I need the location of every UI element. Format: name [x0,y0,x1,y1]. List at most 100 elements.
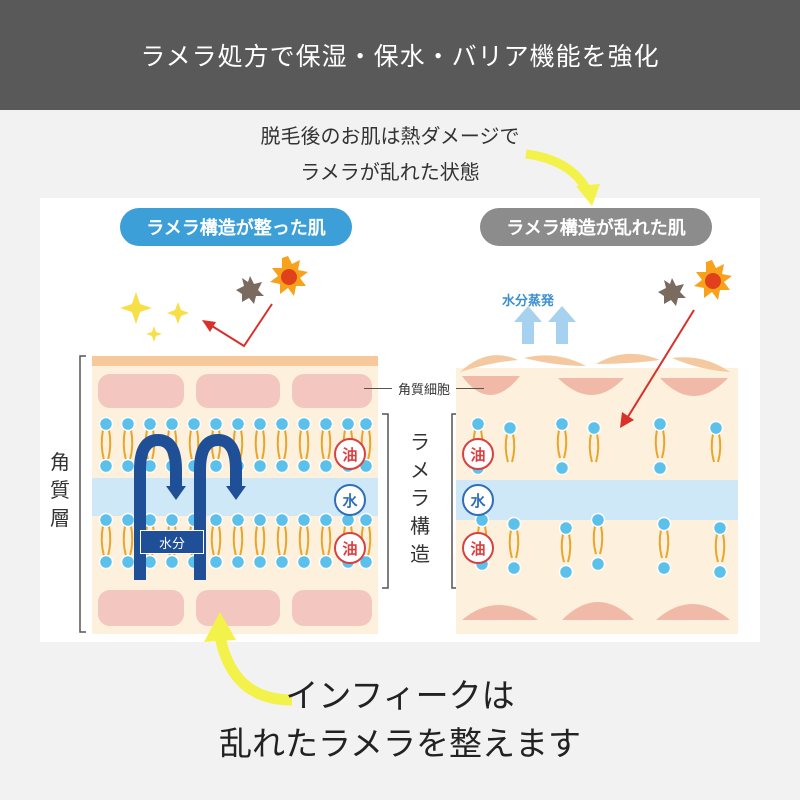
right-flake-3 [596,353,660,364]
reflect-arrow [211,303,273,348]
left-cell-bottom-2 [196,590,280,626]
lipid-tail [320,525,332,557]
left-lipid-bilayers [98,416,374,570]
lipid-head [252,458,268,474]
sparkle-icon [146,326,162,342]
lipid-head [98,512,114,528]
right-flake-2 [524,355,586,366]
left-cell-top-1 [98,374,184,408]
yellow-arrow-top-head [576,184,600,206]
lipid-tail [122,525,134,557]
lipid-head [712,520,728,536]
damaged-skin-title: ラメラ構造が乱れた肌 [480,208,712,246]
lipid-head [586,420,602,436]
lipid-head [274,458,290,474]
lipid-head [590,556,606,572]
healthy-skin-title: ラメラ構造が整った肌 [120,208,352,246]
lipid-tail [654,429,666,459]
sun-icon-core [705,273,721,289]
header-bar: ラメラ処方で保湿・保水・バリア機能を強化 [0,0,800,110]
lipid-head [164,416,180,432]
lipid-head [252,416,268,432]
lipid-tail [254,429,266,461]
moisture-arrow-1-head [166,486,186,500]
moisture-arrow-1 [134,433,182,580]
moisture-label: 水分 [140,530,204,554]
lipid-head [558,564,574,580]
lipid-head [506,560,522,576]
left-cell-top-2 [196,374,280,408]
side-label-char: 質 [50,478,70,502]
lipid-head [652,416,668,432]
lipid-tail [508,529,520,559]
left-top-layer [92,356,378,366]
lipid-head [120,416,136,432]
lipid-head [318,458,334,474]
lipid-tail [298,525,310,557]
moisture-arrow-2-head [226,486,246,500]
lipid-head [186,416,202,432]
bottom-message-line-1: インフィークは [285,676,515,715]
oil-badge: 油 [334,438,366,470]
lipid-head [656,516,672,532]
lipid-head [98,554,114,570]
moisture-arrow-2 [194,433,242,580]
lipid-head [358,554,374,570]
lipid-tail [710,433,722,463]
right-lipid-fragments [470,416,728,580]
lipid-head [230,512,246,528]
water-badge: 水 [462,484,494,516]
lamella-label-char: メ [410,458,430,482]
yellow-arrow-bottom [214,634,293,706]
lipid-head [252,554,268,570]
lipid-tail [658,529,670,559]
header-title: ラメラ処方で保湿・保水・バリア機能を強化 [140,42,660,71]
right-flake-1 [460,355,518,372]
stratum-corneum-bracket [79,355,86,633]
side-label-char: 角 [50,450,70,474]
lipid-head [208,554,224,570]
lipid-head [318,416,334,432]
lipid-head [318,554,334,570]
stratum-corneum-label: 角 質 層 [48,448,72,532]
corneocyte-label-text: 角質細胞 [398,383,451,398]
lipid-head [340,416,356,432]
right-cell-bottom-3 [656,604,730,620]
lamella-label-char: ラ [410,486,430,510]
lipid-head [358,416,374,432]
lipid-tail [714,533,726,563]
lipid-head [318,512,334,528]
lipid-tail [122,429,134,461]
right-cell-bottom-1 [462,605,538,620]
bottom-message-line-2: 乱れたラメラを整えます [218,724,581,763]
oil-badge: 油 [462,532,494,564]
right-cell-top-3 [660,378,728,396]
lipid-head [712,564,728,580]
lipid-head [656,560,672,576]
lipid-head [506,516,522,532]
lipid-head [98,458,114,474]
lipid-head [142,416,158,432]
reflect-arrow-head [202,320,216,332]
lipid-tail [560,533,572,563]
lipid-head [652,460,668,476]
oil-badge: 油 [462,438,494,470]
right-cell-top-1 [462,376,520,395]
sparkle-icon [120,292,152,324]
lipid-tail [320,429,332,461]
lipid-head [98,416,114,432]
lipid-head [558,520,574,536]
leader-line [456,388,485,389]
penetrate-arrow-head [620,412,634,428]
lipid-head [554,460,570,476]
lamella-bracket-right [451,413,458,589]
left-cell-bottom-1 [98,590,184,626]
lipid-head [296,554,312,570]
lipid-tail [504,433,516,463]
lamella-bracket-left [382,413,389,589]
lamella-label-char: ラ [410,430,430,454]
left-cell-top-3 [292,374,372,408]
lipid-head [164,554,180,570]
lipid-head [502,420,518,436]
